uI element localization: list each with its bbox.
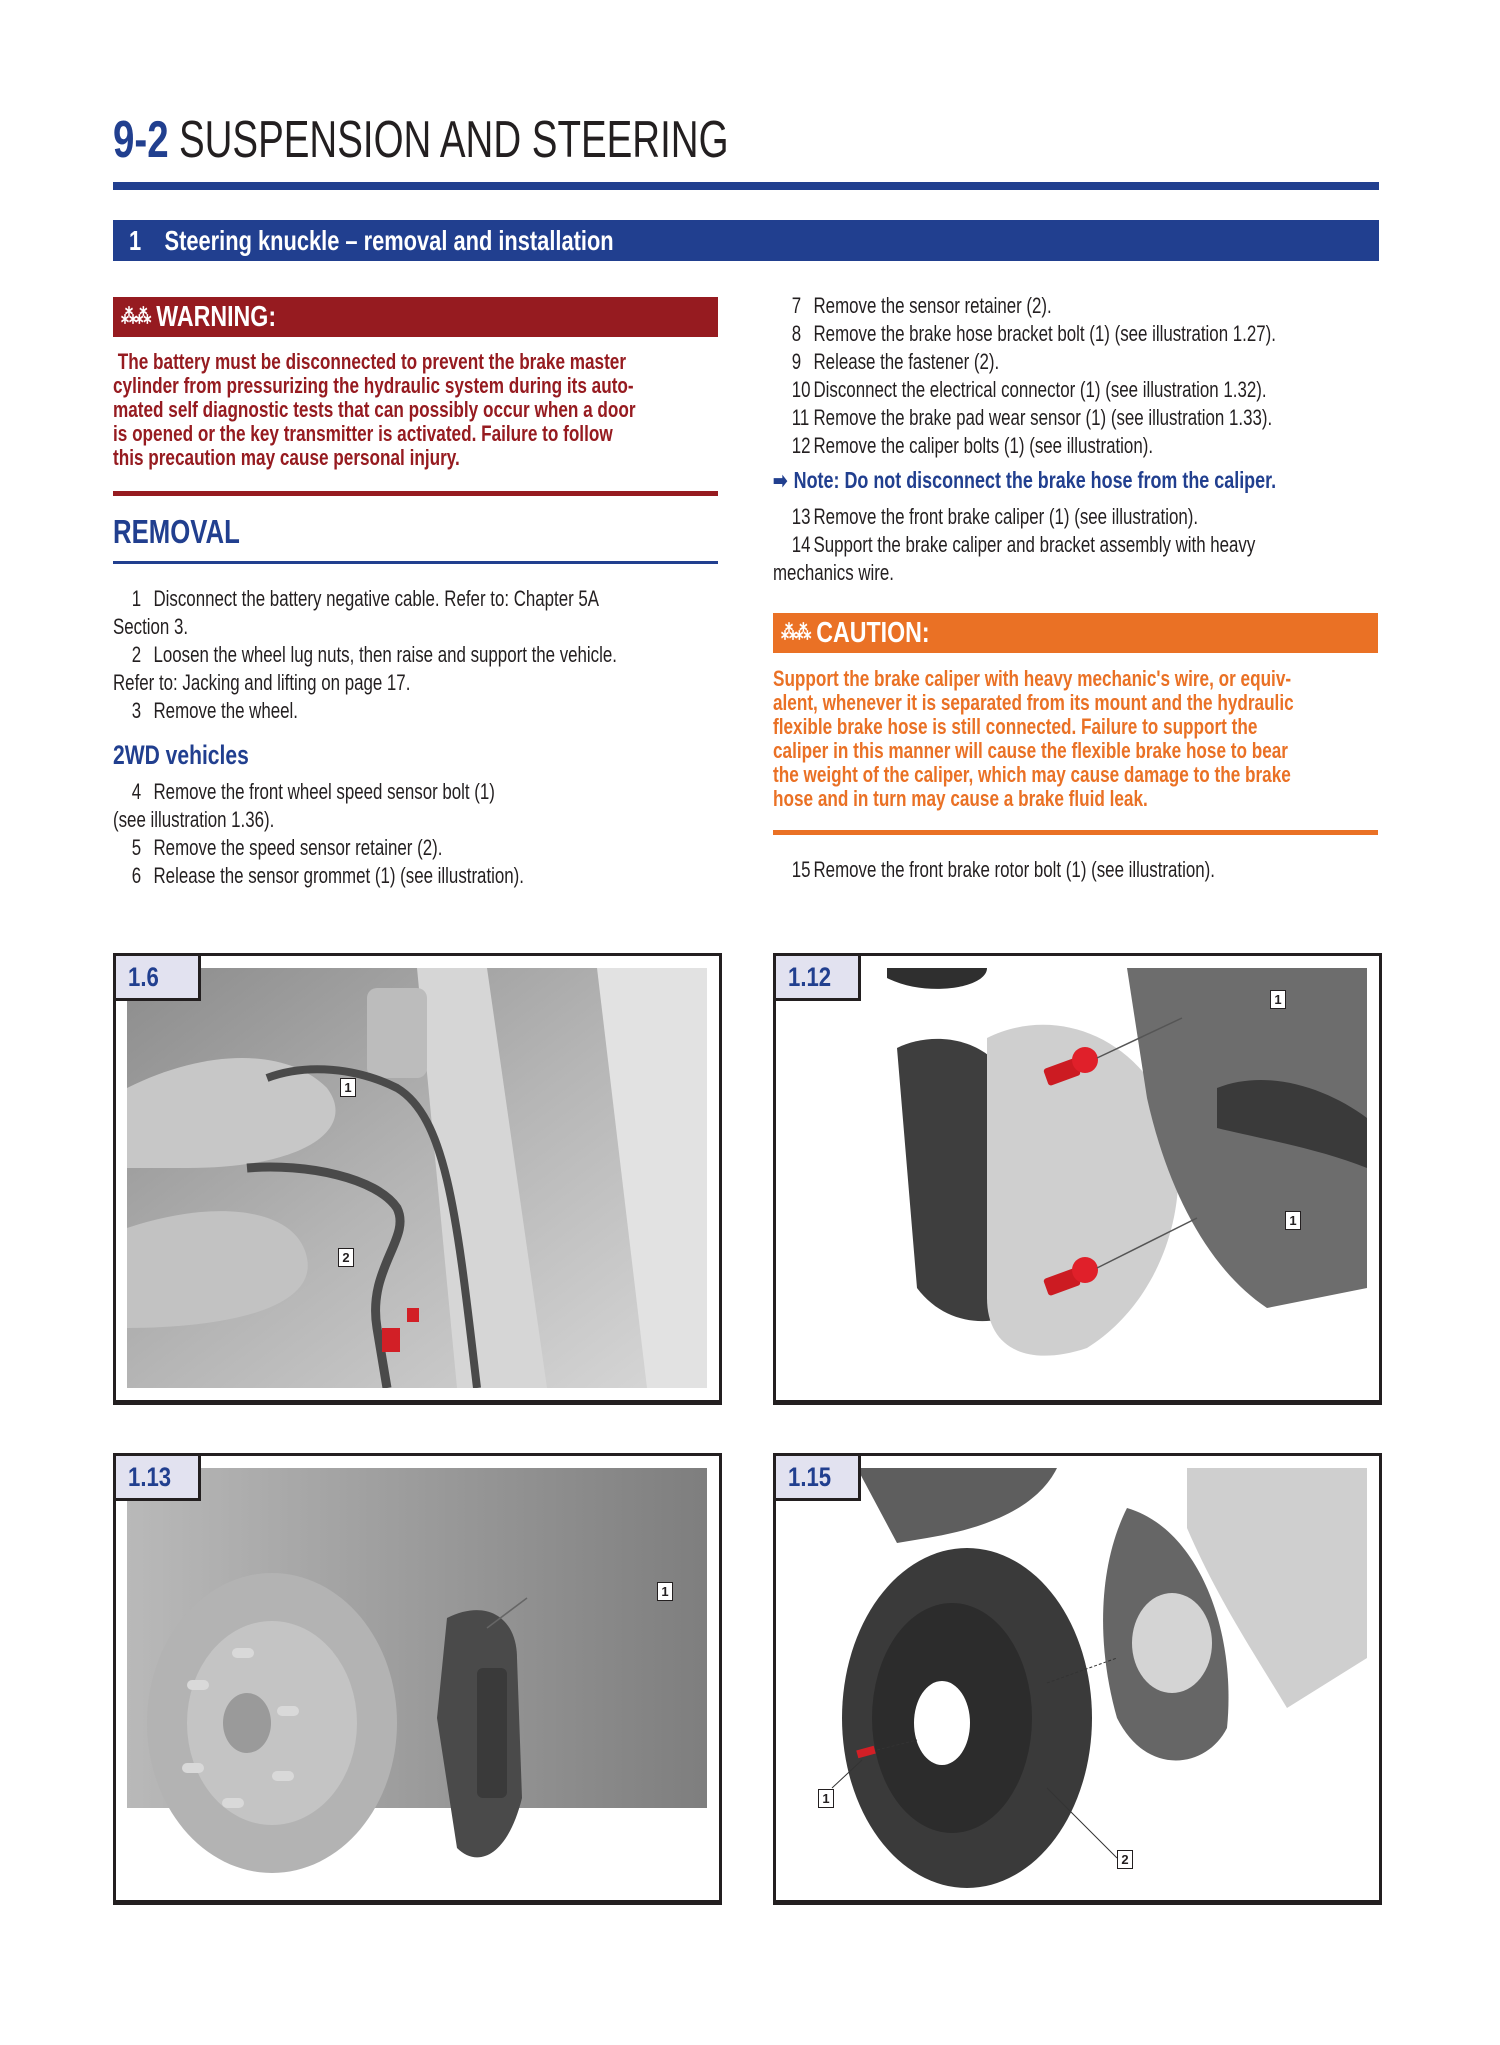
callout-1: 1 [818, 1789, 834, 1808]
chapter-title: SUSPENSION AND STEERING [178, 111, 729, 169]
figure-label: 1.15 [776, 1456, 861, 1501]
callout-2: 2 [338, 1248, 354, 1267]
illustration-wheel-speed-sensor [127, 968, 707, 1388]
figure-1-6: 1.6 1 2 [113, 953, 722, 1405]
caution-line: flexible brake hose is still connected. … [773, 714, 1258, 739]
figure-1-15: 1.15 1 2 [773, 1453, 1382, 1905]
step-14-cont: mechanics wire. [773, 560, 894, 585]
note: ➡Note: Do not disconnect the brake hose … [773, 466, 1276, 495]
caution-line: caliper in this manner will cause the fl… [773, 738, 1288, 763]
figure-label: 1.12 [776, 956, 861, 1001]
caution-label: CAUTION: [816, 617, 930, 649]
figure-label: 1.13 [116, 1456, 201, 1501]
caution-icon: ⁂⁂ [781, 622, 811, 644]
warning-header: ⁂⁂WARNING: [113, 297, 718, 337]
callout-1: 1 [340, 1078, 356, 1097]
caution-line: Support the brake caliper with heavy mec… [773, 666, 1292, 691]
note-arrow-icon: ➡ [773, 468, 788, 493]
figure-1-12: 1.12 1 1 [773, 953, 1382, 1405]
warning-line: this precaution may cause personal injur… [113, 445, 460, 470]
caution-header: ⁂⁂CAUTION: [773, 613, 1378, 653]
chapter-number: 9-2 [113, 111, 169, 169]
section-number: 1 [129, 225, 142, 256]
removal-heading: REMOVAL [113, 513, 240, 550]
section-heading-bar: 1 Steering knuckle – removal and installa… [113, 220, 1379, 261]
illustration-caliper-bolts [787, 968, 1367, 1388]
caution-line: alent, whenever it is separated from its… [773, 690, 1294, 715]
caution-line: the weight of the caliper, which may cau… [773, 762, 1291, 787]
warning-line: cylinder from pressurizing the hydraulic… [113, 373, 634, 398]
step-2-cont: Refer to: Jacking and lifting on page 17… [113, 670, 411, 695]
callout-1: 1 [1285, 1211, 1301, 1230]
callout-1: 1 [1270, 990, 1286, 1009]
illustration-rotor-exploded [787, 1468, 1367, 1888]
illustration-caliper-removed [127, 1468, 707, 1888]
header-rule [113, 182, 1379, 190]
warning-icon: ⁂⁂ [121, 306, 151, 328]
callout-1: 1 [657, 1582, 673, 1601]
figure-label: 1.6 [116, 956, 201, 1001]
section-title: Steering knuckle – removal and installat… [164, 225, 614, 256]
warning-text: The battery must be disconnected to prev… [113, 350, 718, 470]
warning-line: mated self diagnostic tests that can pos… [113, 397, 636, 422]
callout-2: 2 [1117, 1850, 1133, 1869]
step-1-cont: Section 3. [113, 614, 189, 639]
caution-bottom-rule [773, 830, 1378, 835]
removal-heading-rule [113, 561, 718, 564]
warning-line: The battery must be disconnected to prev… [113, 349, 627, 374]
warning-line: is opened or the key transmitter is acti… [113, 421, 613, 446]
caution-line: hose and in turn may cause a brake fluid… [773, 786, 1148, 811]
subheading-2wd-vehicles: 2WD vehicles [113, 740, 249, 770]
note-text: Note: Do not disconnect the brake hose f… [793, 467, 1277, 493]
figure-1-13: 1.13 1 [113, 1453, 722, 1905]
warning-bottom-rule [113, 491, 718, 496]
caution-text: Support the brake caliper with heavy mec… [773, 667, 1378, 811]
warning-label: WARNING: [156, 301, 277, 333]
step-4-cont: (see illustration 1.36). [113, 807, 275, 832]
